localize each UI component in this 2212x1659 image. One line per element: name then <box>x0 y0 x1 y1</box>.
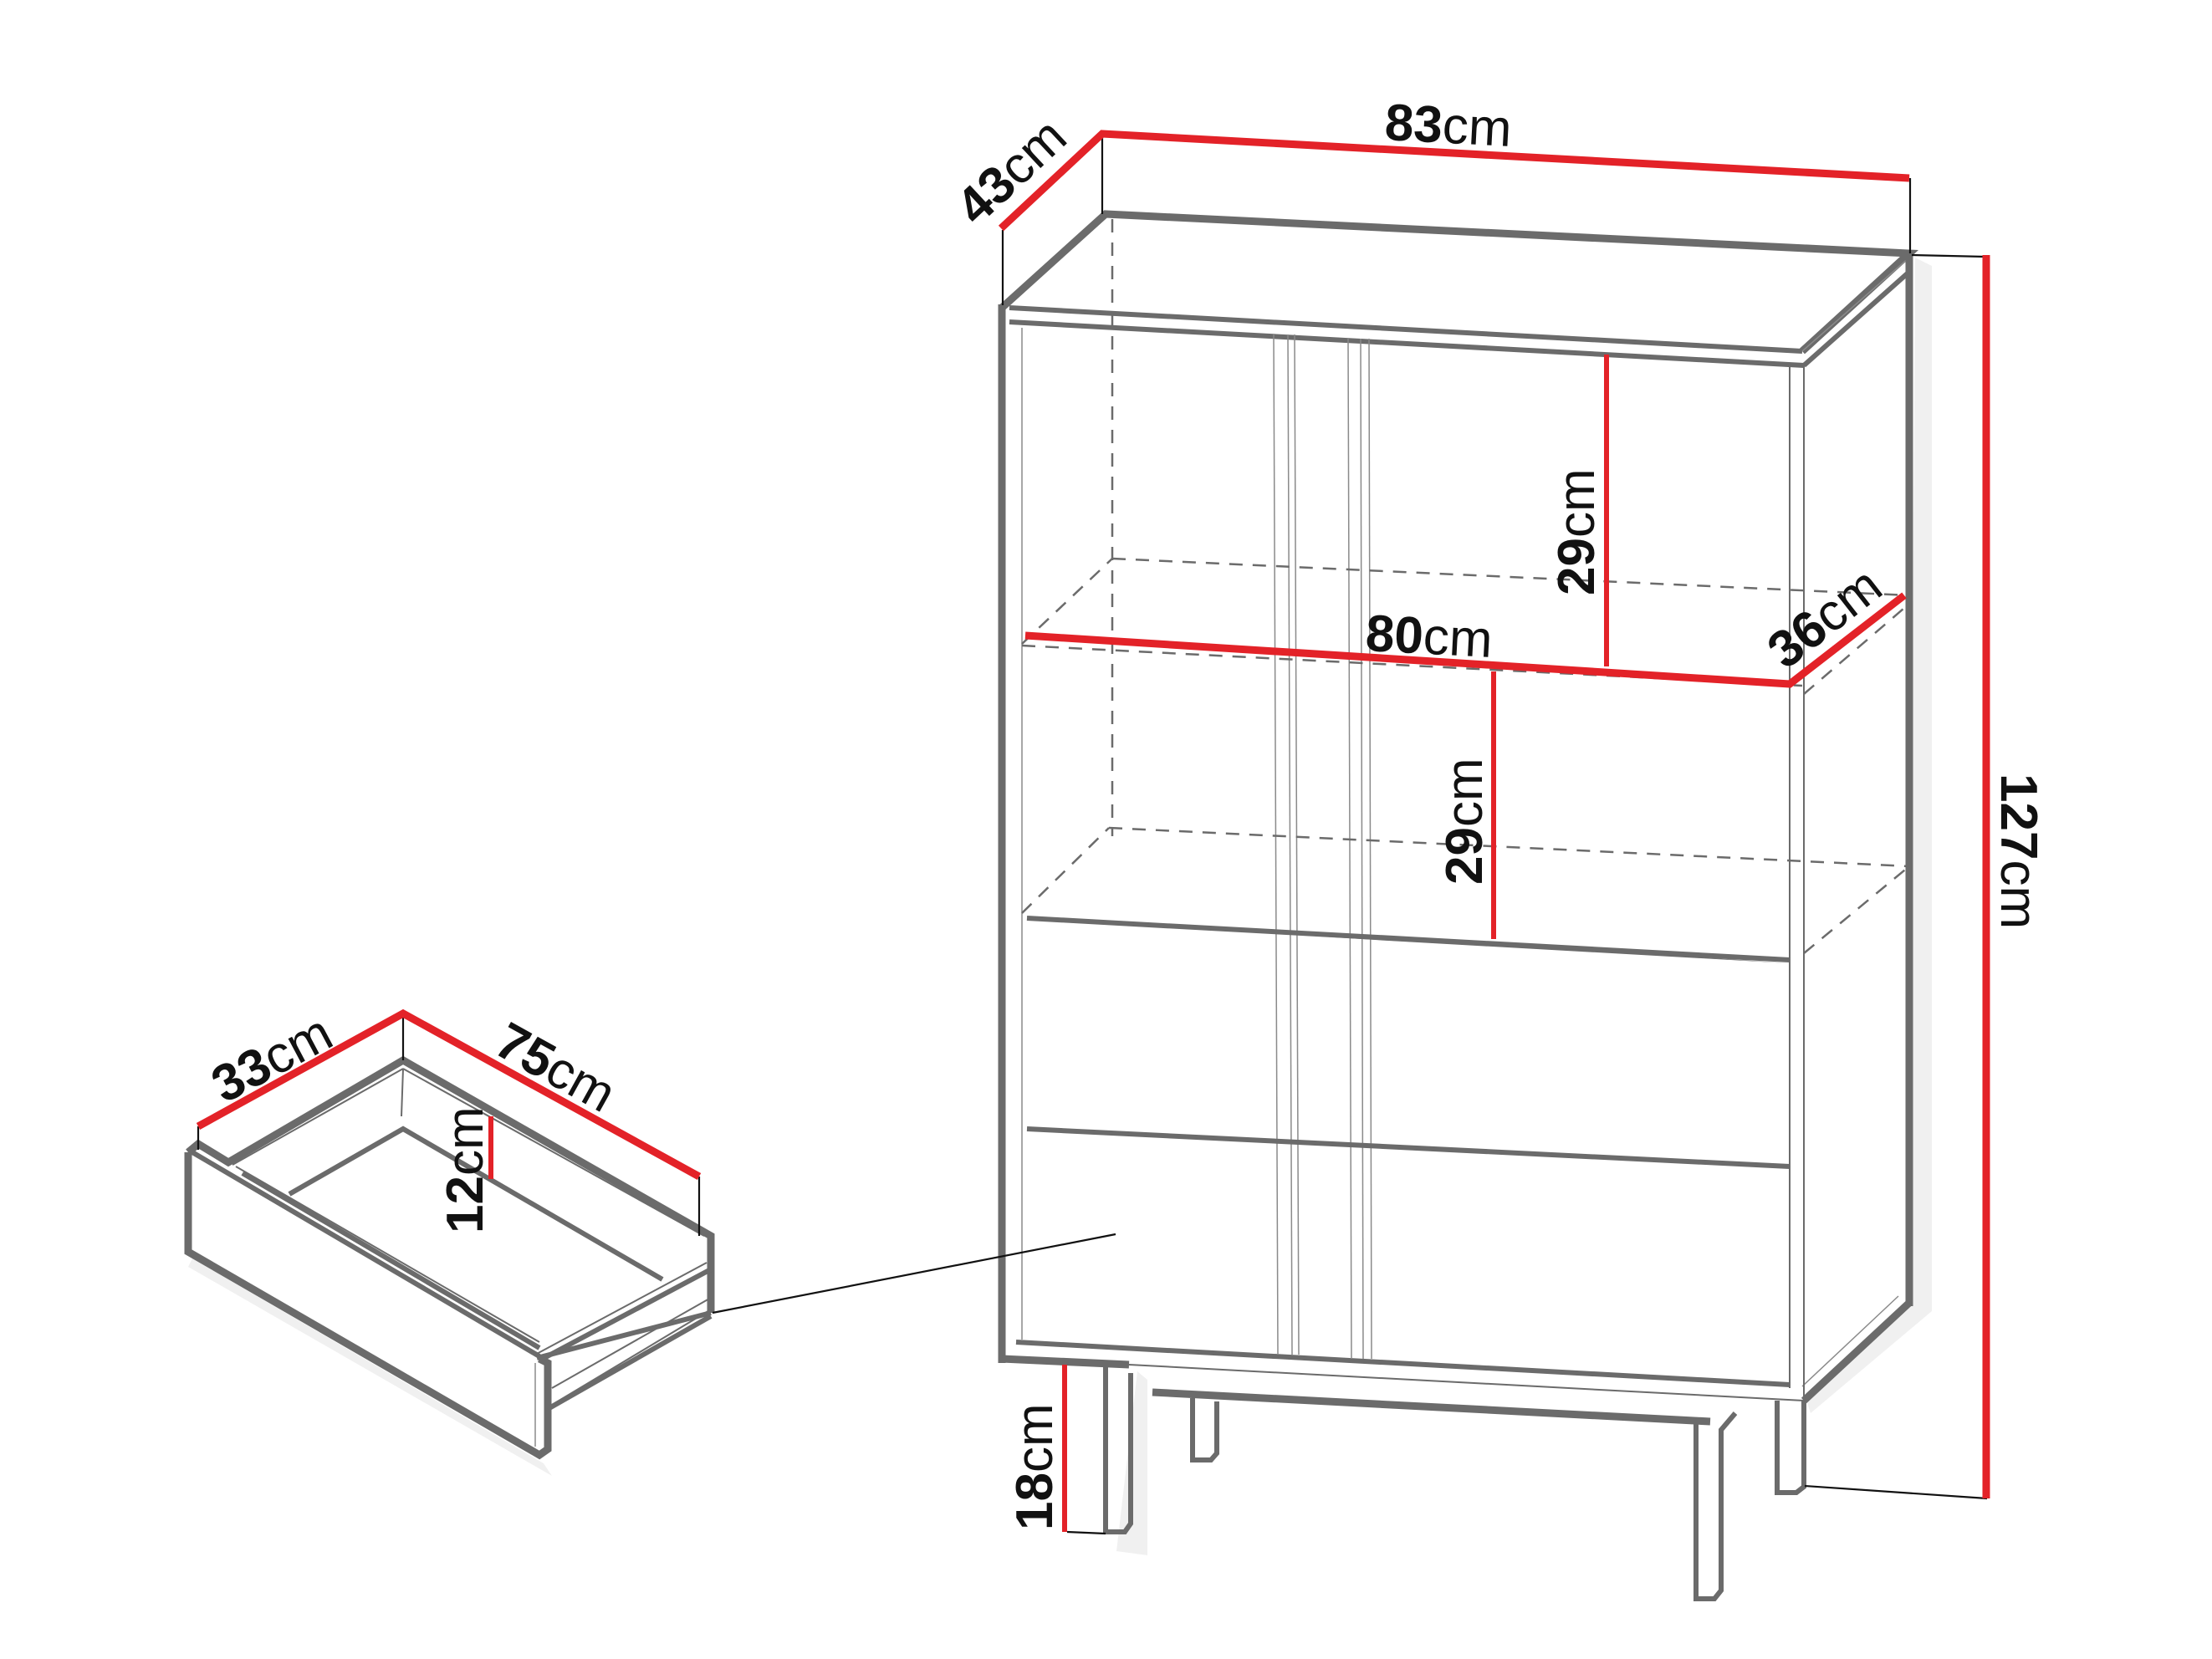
drawer-height-label: 12cm <box>437 1106 494 1233</box>
height-label: 127cm <box>1990 773 2047 929</box>
depth-dimension-line <box>998 130 1910 232</box>
cabinet-top-panel <box>999 210 1919 368</box>
drawer-connector-line <box>712 1233 1116 1314</box>
drawer-length-label: 75cm <box>486 1012 625 1124</box>
drawer-depth-label: 33cm <box>202 1003 341 1114</box>
lower-shelf-height-label: 29cm <box>1436 758 1494 885</box>
dimension-lines <box>998 130 1990 1532</box>
leg-height-label: 18cm <box>1006 1403 1064 1530</box>
extension-lines <box>1001 134 1988 1535</box>
upper-shelf-height-label: 29cm <box>1548 468 1606 595</box>
door-gap-lines <box>1273 334 1372 1360</box>
cabinet-drawing: 43cm 83cm 127cm 80cm 36cm 29cm 29cm 18cm <box>945 94 2047 1601</box>
cabinet-body <box>998 251 1913 1426</box>
width-label: 83cm <box>1383 94 1513 158</box>
hidden-edges <box>1021 219 1910 954</box>
drawer-drawing: 33cm 75cm 12cm <box>184 1003 1116 1476</box>
drawer-depth-length-line <box>196 1008 702 1180</box>
inner-width-label: 80cm <box>1364 605 1494 669</box>
cabinet-legs <box>1103 1363 1806 1601</box>
inner-width-dimension-line <box>1024 592 1907 688</box>
front-shelf-lines <box>1026 916 1791 1169</box>
